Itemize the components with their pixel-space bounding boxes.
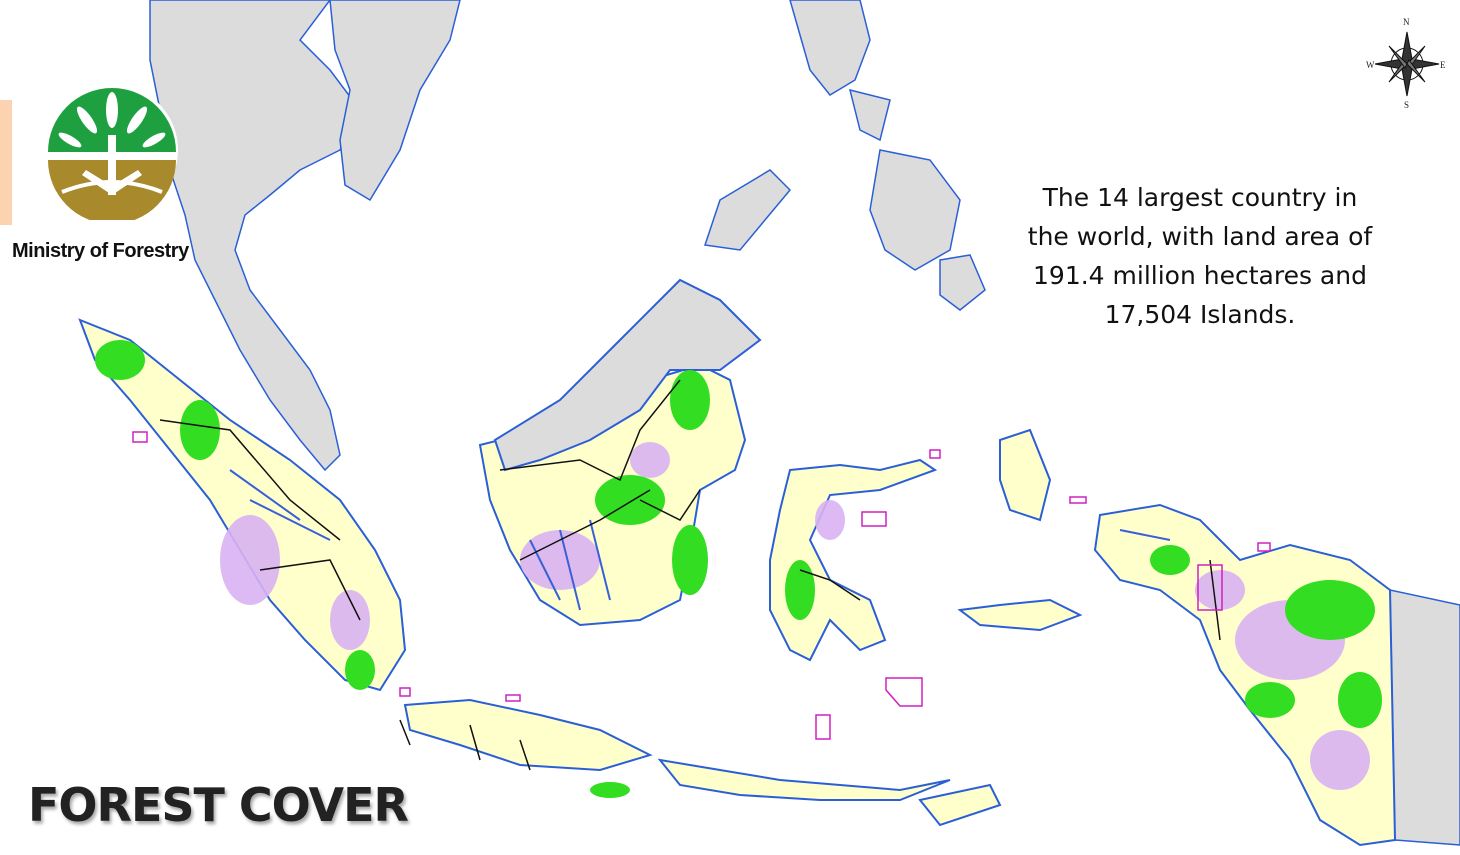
country-description: The 14 largest country in the world, wit… xyxy=(985,178,1415,334)
description-line: 17,504 Islands. xyxy=(1104,300,1296,329)
map-title: FOREST COVER xyxy=(28,778,409,832)
description-line: the world, with land area of xyxy=(1027,222,1373,251)
neighbor-land xyxy=(149,0,1460,846)
description-line: 191.4 million hectares and xyxy=(1033,261,1367,290)
sulawesi xyxy=(769,458,938,662)
compass-east: E xyxy=(1440,60,1446,70)
compass-rose-icon: N S E W xyxy=(1366,17,1446,110)
papua xyxy=(1093,503,1397,847)
forest-patches xyxy=(95,340,1382,798)
organization-name: Ministry of Forestry xyxy=(12,240,189,262)
ministry-of-forestry-logo-icon xyxy=(46,84,178,220)
java xyxy=(403,698,653,772)
description-line: The 14 largest country in xyxy=(1042,183,1358,212)
compass-north: N xyxy=(1403,17,1410,27)
province-boundaries xyxy=(159,379,1221,771)
compass-south: S xyxy=(1404,100,1409,110)
protected-areas xyxy=(132,431,1271,740)
sumatra xyxy=(78,318,407,692)
side-accent-bar xyxy=(0,100,12,225)
compass-west: W xyxy=(1366,60,1375,70)
